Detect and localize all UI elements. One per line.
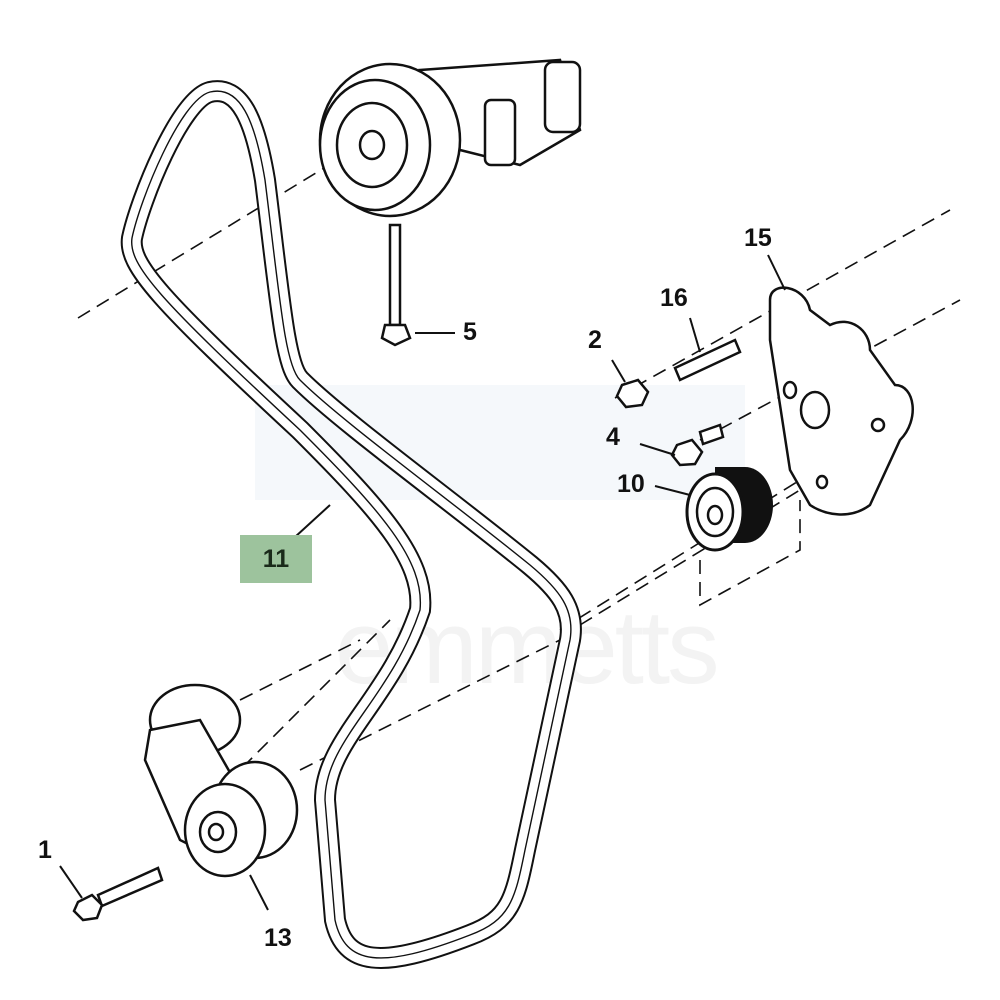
bolt-1 (72, 866, 164, 922)
bracket-15 (768, 286, 914, 516)
callout-10[interactable]: 10 (617, 470, 645, 498)
callout-1[interactable]: 1 (38, 836, 52, 864)
callout-11-highlighted[interactable]: 11 (240, 535, 312, 583)
bolt-5 (380, 223, 412, 347)
drive-belt (120, 80, 582, 969)
stud-16 (673, 338, 742, 382)
callout-16[interactable]: 16 (660, 284, 688, 312)
nut-2 (615, 378, 650, 409)
idler-pulley-10 (685, 467, 773, 552)
tensioner-13 (143, 683, 299, 878)
leader-lines (59, 254, 786, 911)
callout-4[interactable]: 4 (606, 423, 620, 451)
callout-13[interactable]: 13 (264, 924, 292, 952)
bolt-4 (670, 423, 725, 467)
callout-2[interactable]: 2 (588, 326, 602, 354)
callout-15[interactable]: 15 (744, 224, 772, 252)
callout-5[interactable]: 5 (463, 318, 477, 346)
ac-compressor (318, 58, 582, 218)
